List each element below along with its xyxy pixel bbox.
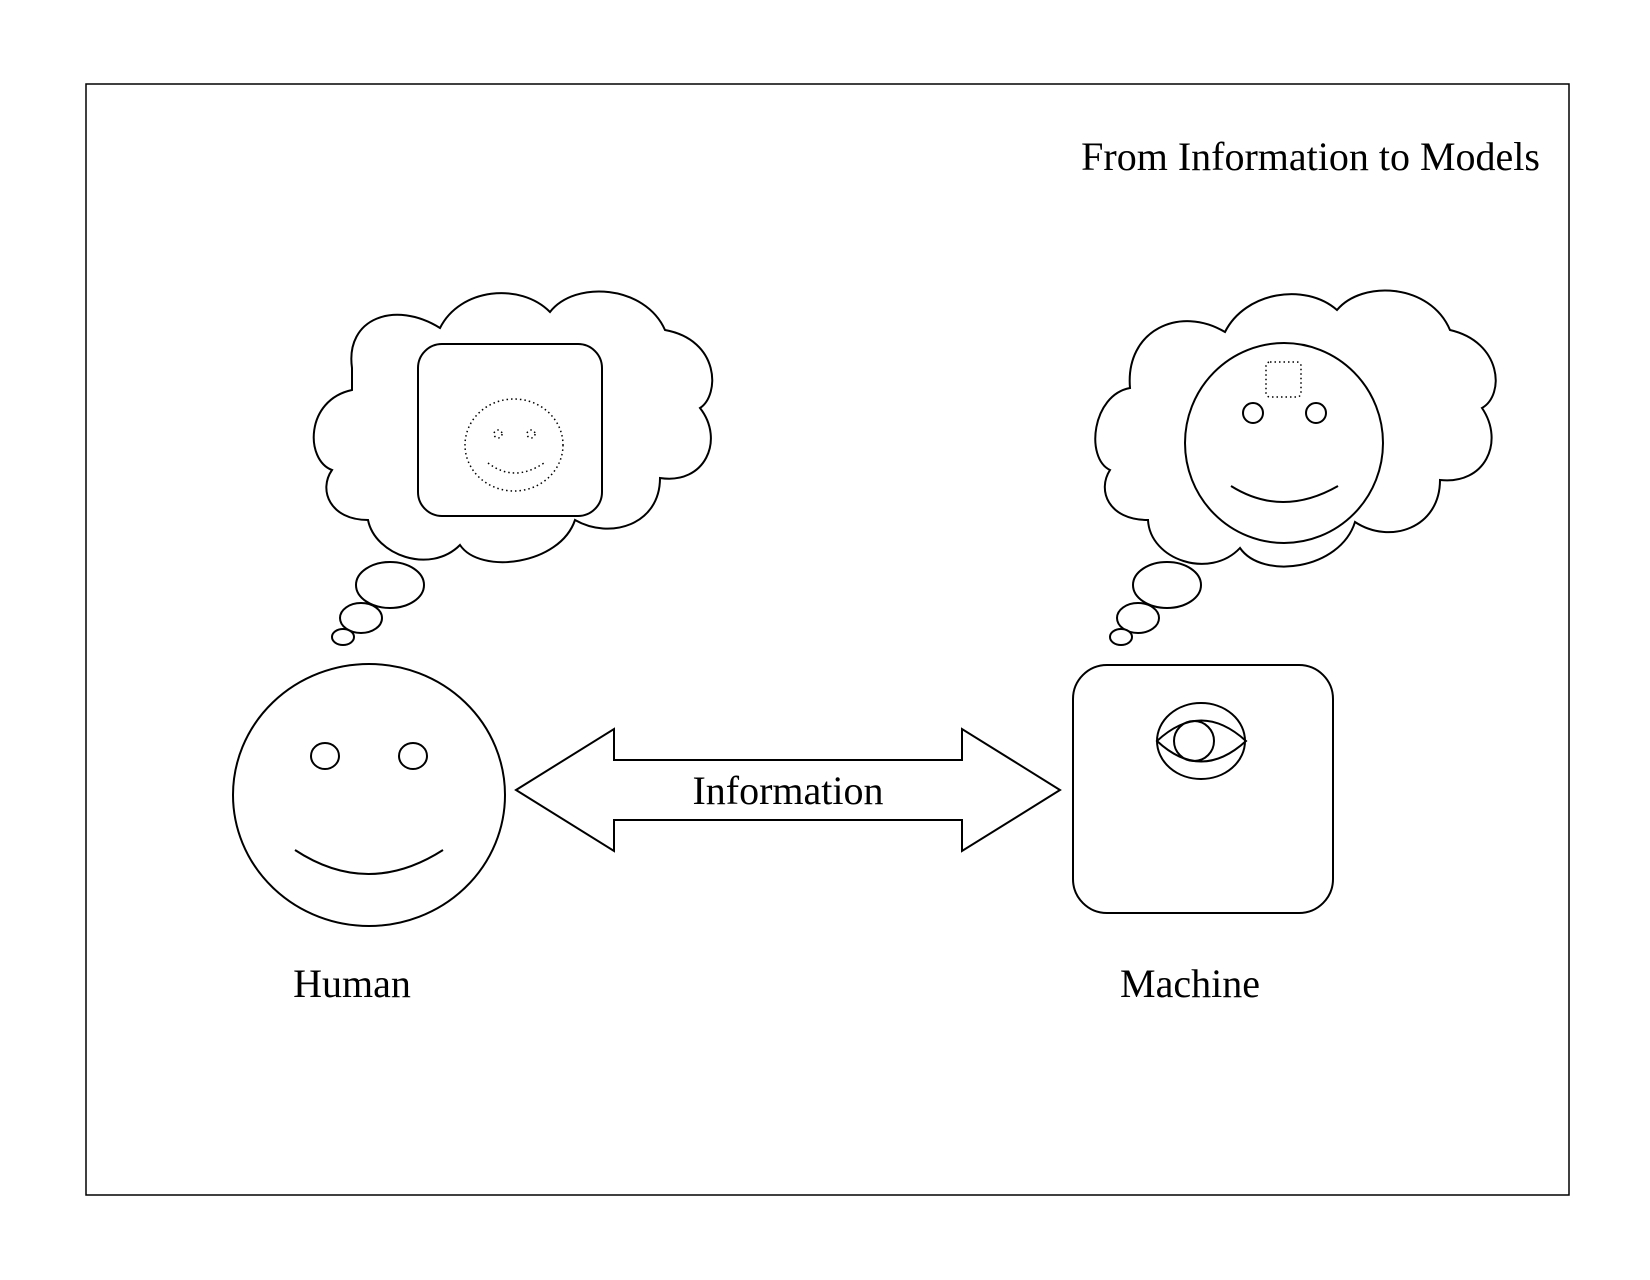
- human-thought-bubble-medium: [339, 602, 383, 634]
- diagram-title: From Information to Models: [1081, 134, 1540, 179]
- machine-thought-bubble-medium: [1116, 602, 1160, 634]
- eye-icon: [1155, 702, 1248, 780]
- human-thought-bubble-small: [331, 628, 355, 646]
- machine-thought-bubble-small: [1109, 628, 1133, 646]
- information-double-arrow: [514, 727, 1062, 853]
- human-thought-frame: [417, 343, 603, 517]
- machine-box-icon: [1072, 664, 1334, 914]
- machine-thought-bubble-large: [1132, 561, 1202, 609]
- human-thought-dotted-smiley-icon: [464, 398, 564, 492]
- machine-thought-smiley-icon: [1184, 342, 1384, 544]
- human-thought-bubble-large: [355, 561, 425, 609]
- information-label: Information: [692, 768, 883, 813]
- slide-frame: [85, 83, 1570, 1196]
- human-smiley-icon: [232, 663, 506, 927]
- machine-thought-dotted-square-icon: [1265, 361, 1302, 398]
- human-label: Human: [293, 961, 411, 1006]
- machine-label: Machine: [1120, 961, 1260, 1006]
